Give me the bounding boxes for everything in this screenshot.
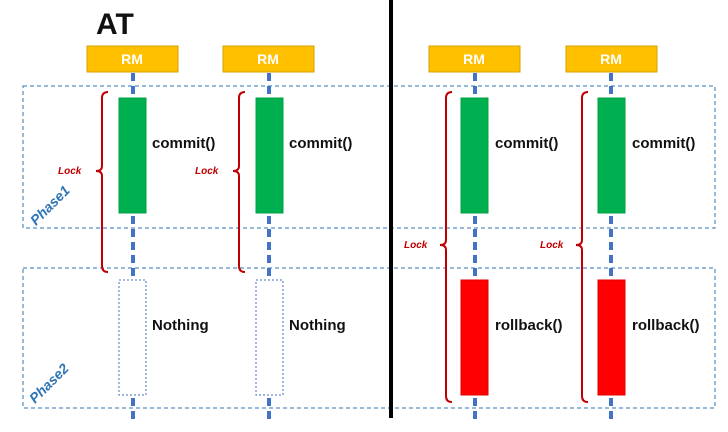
lock-label: Lock bbox=[195, 166, 219, 177]
nothing-bar bbox=[255, 279, 284, 396]
lock-label: Lock bbox=[58, 166, 82, 177]
phase2-label: Phase2 bbox=[26, 360, 72, 406]
commit-label: commit() bbox=[289, 135, 352, 152]
rm-label: RM bbox=[463, 51, 485, 67]
rollback-bar bbox=[460, 279, 489, 396]
lock-label: Lock bbox=[404, 240, 428, 251]
nothing-label: Nothing bbox=[289, 317, 346, 334]
rm-column-3: RM commit() rollback() Lock bbox=[404, 45, 563, 422]
lock-bracket bbox=[575, 91, 589, 403]
rm-label: RM bbox=[600, 51, 622, 67]
rm-column-1: RM commit() Nothing Lock bbox=[58, 45, 215, 422]
nothing-label: Nothing bbox=[152, 317, 209, 334]
commit-bar bbox=[460, 97, 489, 214]
nothing-bar bbox=[118, 279, 147, 396]
rm-box bbox=[222, 45, 315, 73]
rm-box bbox=[565, 45, 658, 73]
lock-label: Lock bbox=[540, 240, 564, 251]
commit-label: commit() bbox=[152, 135, 215, 152]
lock-bracket bbox=[95, 91, 109, 273]
phase1-region bbox=[22, 85, 716, 229]
phase2-region bbox=[22, 267, 716, 409]
rm-label: RM bbox=[121, 51, 143, 67]
phase1-label: Phase1 bbox=[27, 182, 73, 228]
lock-bracket bbox=[439, 91, 453, 403]
diagram-title: AT bbox=[96, 8, 134, 41]
rm-label: RM bbox=[257, 51, 279, 67]
rm-box bbox=[86, 45, 179, 73]
lock-bracket bbox=[232, 91, 246, 273]
commit-label: commit() bbox=[632, 135, 695, 152]
rm-column-2: RM commit() Nothing Lock bbox=[195, 45, 352, 422]
rm-box bbox=[428, 45, 521, 73]
commit-bar bbox=[597, 97, 626, 214]
rollback-label: rollback() bbox=[632, 317, 700, 334]
rollback-label: rollback() bbox=[495, 317, 563, 334]
commit-bar bbox=[255, 97, 284, 214]
commit-bar bbox=[118, 97, 147, 214]
commit-label: commit() bbox=[495, 135, 558, 152]
rollback-bar bbox=[597, 279, 626, 396]
rm-column-4: RM commit() rollback() Lock bbox=[540, 45, 700, 422]
